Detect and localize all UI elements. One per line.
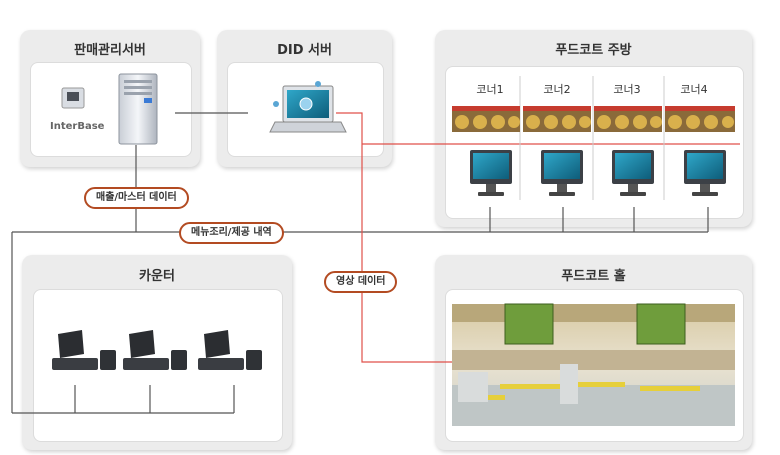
- food-court-hall-image: [452, 303, 735, 426]
- video-data-label: 영상 데이터: [324, 271, 398, 293]
- corner-dividers: [519, 76, 665, 200]
- kitchen-monitor-icons: [470, 150, 726, 196]
- did-server-title: DID 서버: [277, 43, 332, 58]
- hall-title: 푸드코트 홀: [561, 269, 626, 284]
- kitchen-title: 푸드코트 주방: [555, 43, 632, 58]
- sales-server-inner: [30, 62, 192, 157]
- laptop-icon: [269, 81, 347, 133]
- server-tower-icon: [118, 73, 158, 145]
- menu-cooking-label: 메뉴조리/제공 내역: [179, 222, 284, 244]
- pos-terminal-icons: [52, 330, 262, 370]
- corner-label-1: 코너1: [476, 83, 504, 96]
- corner-label-3: 코너3: [613, 83, 641, 96]
- sales-server-title: 판매관리서버: [74, 43, 146, 58]
- corner-label-2: 코너2: [543, 83, 571, 96]
- network-wires: [11, 112, 709, 414]
- database-icon: [61, 87, 85, 109]
- menu-boards: [452, 106, 735, 132]
- counter-title: 카운터: [139, 269, 175, 284]
- interbase-label: InterBase: [50, 121, 105, 132]
- corner-label-4: 코너4: [680, 83, 708, 96]
- sales-server-panel: 판매관리서버: [20, 30, 200, 167]
- sales-master-data-label: 매출/마스터 데이터: [84, 187, 189, 209]
